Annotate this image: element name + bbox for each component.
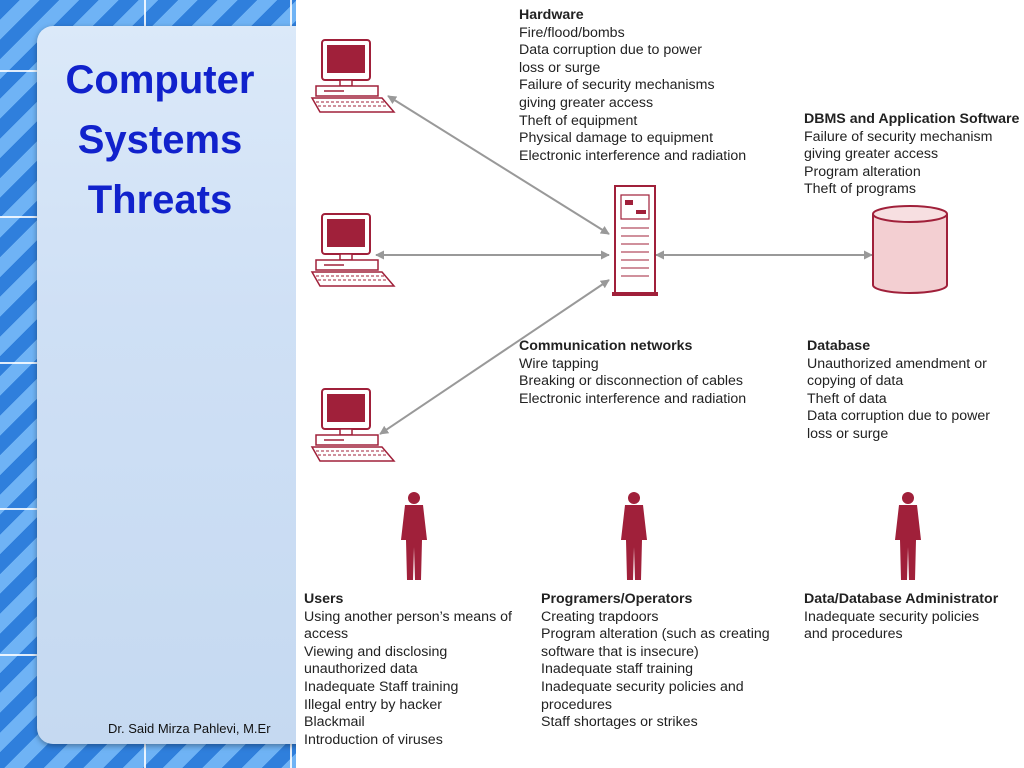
hardware-item: Fire/flood/bombs <box>519 24 625 41</box>
computer-icon <box>311 213 395 287</box>
users-item: unauthorized data <box>304 661 418 678</box>
dbms-heading: DBMS and Application Software <box>804 111 1020 127</box>
programmers-item: Creating trapdoors <box>541 608 659 625</box>
server-icon <box>612 185 658 296</box>
title-panel <box>37 26 337 744</box>
hardware-threats: Hardware Fire/flood/bombs Data corruptio… <box>519 7 746 165</box>
users-item: Using another person’s means of <box>304 608 512 625</box>
programmers-heading: Programers/Operators <box>541 591 693 607</box>
programmer-person-icon <box>621 492 647 580</box>
dba-person-icon <box>895 492 921 580</box>
users-item: Inadequate Staff training <box>304 678 459 695</box>
users-item: access <box>304 626 349 643</box>
hardware-item: Theft of equipment <box>519 112 638 129</box>
communication-threats: Communication networks Wire tapping Brea… <box>519 338 746 408</box>
database-item: Unauthorized amendment or <box>807 355 987 372</box>
database-threats: Database Unauthorized amendment or copyi… <box>807 338 990 444</box>
programmers-item: Program alteration (such as creating <box>541 626 770 643</box>
dbms-item: giving greater access <box>804 146 939 163</box>
programmers-threats: Programers/Operators Creating trapdoors … <box>541 591 770 732</box>
threats-diagram: Hardware Fire/flood/bombs Data corruptio… <box>296 0 1024 768</box>
hardware-item: Data corruption due to power <box>519 42 702 59</box>
arrow-hardware-link <box>387 95 610 235</box>
hardware-item: Failure of security mechanisms <box>519 77 715 94</box>
communication-item: Wire tapping <box>519 355 599 372</box>
users-item: Illegal entry by hacker <box>304 696 443 713</box>
programmers-item: software that is insecure) <box>541 643 699 660</box>
hardware-item: giving greater access <box>519 94 654 111</box>
dba-item: and procedures <box>804 626 903 643</box>
communication-heading: Communication networks <box>519 338 693 354</box>
dbms-item: Failure of security mechanism <box>804 128 993 145</box>
users-threats: Users Using another person’s means of ac… <box>304 591 512 749</box>
users-item: Introduction of viruses <box>304 731 443 748</box>
diagram-graphics <box>311 39 948 580</box>
communication-item: Electronic interference and radiation <box>519 390 747 407</box>
programmers-item: Inadequate security policies and <box>541 678 744 695</box>
dba-threats: Data/Database Administrator Inadequate s… <box>804 591 998 644</box>
hardware-item: loss or surge <box>519 59 601 76</box>
computer-icon <box>311 388 395 462</box>
slide-title: Computer Systems Threats <box>40 50 280 230</box>
title-line: Systems <box>77 118 243 162</box>
database-cylinder-icon <box>872 205 948 294</box>
dbms-threats: DBMS and Application Software Failure of… <box>804 111 1019 199</box>
communication-item: Breaking or disconnection of cables <box>519 373 743 390</box>
users-heading: Users <box>304 591 344 607</box>
database-heading: Database <box>807 338 871 354</box>
database-item: loss or surge <box>807 425 889 442</box>
dba-item: Inadequate security policies <box>804 608 980 625</box>
database-item: copying of data <box>807 373 904 390</box>
title-line: Computer <box>65 58 255 102</box>
hardware-item: Physical damage to equipment <box>519 130 714 147</box>
database-item: Data corruption due to power <box>807 408 990 425</box>
users-item: Viewing and disclosing <box>304 643 448 660</box>
programmers-item: procedures <box>541 696 612 713</box>
users-item: Blackmail <box>304 714 365 731</box>
title-line: Threats <box>87 178 233 222</box>
arrow-communication-link <box>379 279 610 435</box>
hardware-item: Electronic interference and radiation <box>519 147 747 164</box>
database-item: Theft of data <box>807 390 887 407</box>
user-person-icon <box>401 492 427 580</box>
footer-author: Dr. Said Mirza Pahlevi, M.Er <box>108 721 271 736</box>
computer-icon <box>311 39 395 113</box>
hardware-heading: Hardware <box>519 7 584 23</box>
programmers-item: Staff shortages or strikes <box>541 714 698 731</box>
dba-heading: Data/Database Administrator <box>804 591 999 607</box>
dbms-item: Program alteration <box>804 163 921 180</box>
dbms-item: Theft of programs <box>804 181 916 198</box>
programmers-item: Inadequate staff training <box>541 661 693 678</box>
